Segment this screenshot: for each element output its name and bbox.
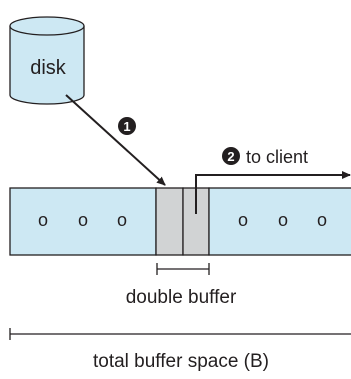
ellipsis-right-1: o	[238, 210, 248, 230]
step-1-number: 1	[123, 119, 130, 134]
step-1-badge: 1	[118, 117, 136, 135]
double-buffer-bracket	[156, 263, 210, 275]
total-space-label: total buffer space (B)	[93, 351, 269, 372]
disk-label: disk	[30, 57, 67, 79]
buffer-bar: o o o o o o	[9, 187, 351, 256]
step-2-label: to client	[246, 147, 308, 167]
buffer-right-segment	[208, 187, 351, 256]
disk-icon: disk	[9, 16, 85, 105]
step-2-badge: 2	[222, 147, 240, 165]
double-buffer-label: double buffer	[126, 287, 237, 308]
disk-body	[9, 26, 85, 105]
ellipsis-right-3: o	[317, 210, 327, 230]
step-2-number: 2	[227, 149, 234, 164]
disk-to-buffer-arrow	[65, 94, 166, 186]
disk-top	[9, 16, 85, 36]
ellipsis-right-2: o	[278, 210, 288, 230]
step-2-circle	[222, 147, 240, 165]
total-space-bracket	[9, 328, 351, 340]
ellipsis-left-3: o	[117, 210, 127, 230]
step-1-circle	[118, 117, 136, 135]
ellipsis-left-2: o	[78, 210, 88, 230]
ellipsis-left-1: o	[38, 210, 48, 230]
double-buffer-slot-1	[155, 187, 184, 256]
to-client-arrow	[195, 171, 351, 214]
buffer-left-segment	[9, 187, 157, 256]
